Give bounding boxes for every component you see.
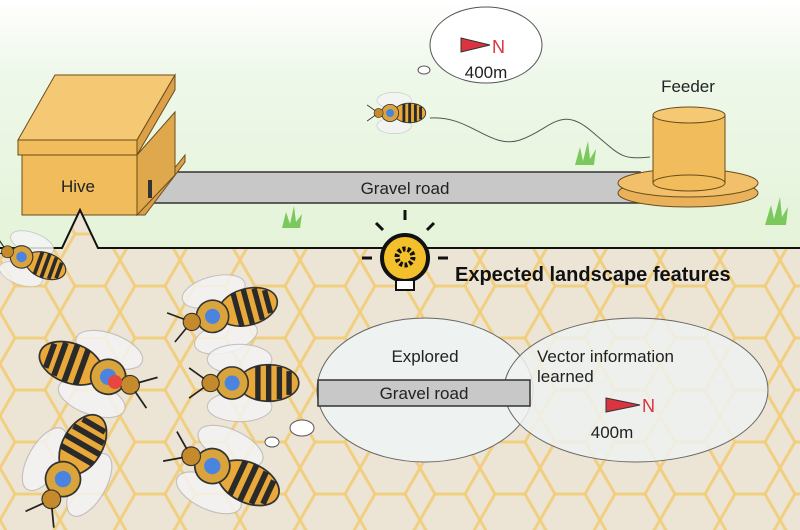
- feeder: [617, 106, 759, 208]
- thought-bubble: N 400m: [417, 6, 543, 84]
- vector-title-1: Vector information: [537, 347, 674, 366]
- thought-dot: [289, 419, 315, 437]
- road-label: Gravel road: [361, 179, 450, 198]
- feeder-label: Feeder: [661, 77, 715, 96]
- thought-direction: N: [492, 37, 505, 57]
- explored-title: Explored: [391, 347, 458, 366]
- direction-arrow-icon: [460, 37, 491, 53]
- panel-heading: Expected landscape features: [455, 264, 731, 286]
- grass-tufts: [282, 141, 788, 228]
- hive-label: Hive: [61, 177, 95, 196]
- vector-distance: 400m: [591, 423, 634, 442]
- explored-road: [317, 379, 531, 407]
- thought-dot: [264, 436, 280, 448]
- explored-road-label: Gravel road: [380, 384, 469, 403]
- vector-bubble: [503, 317, 769, 463]
- flight-path: [429, 117, 651, 159]
- lightbulb-icon: [362, 210, 448, 291]
- vector-direction: N: [642, 396, 655, 416]
- vector-arrow-icon: [605, 397, 641, 413]
- marked-bee-dot: [108, 375, 122, 389]
- hive: [17, 73, 186, 217]
- vector-title-2: learned: [537, 367, 594, 386]
- gravel-road: [149, 171, 641, 204]
- thought-distance: 400m: [465, 63, 508, 82]
